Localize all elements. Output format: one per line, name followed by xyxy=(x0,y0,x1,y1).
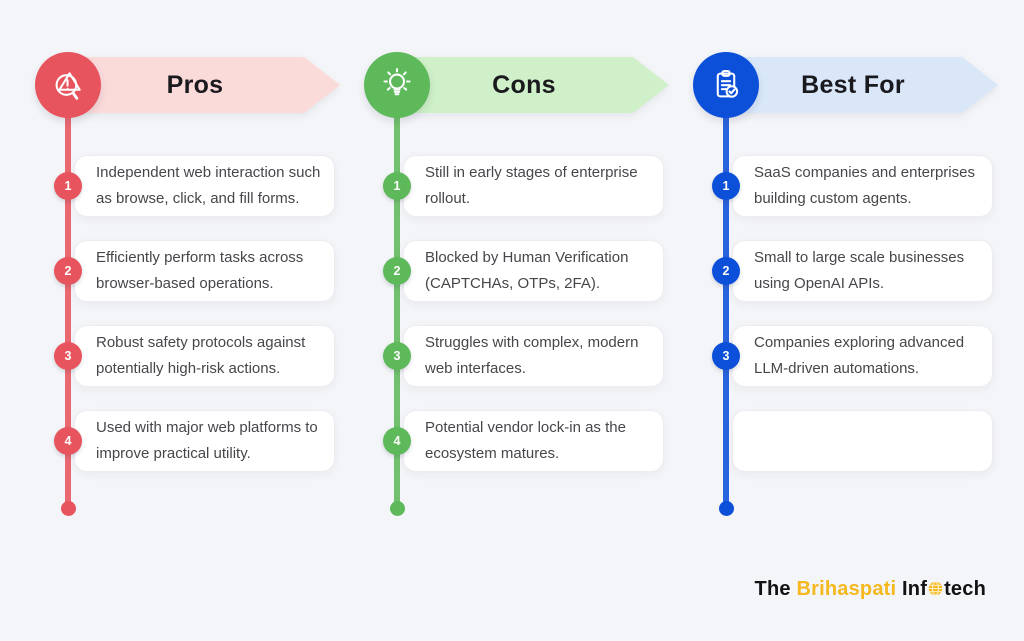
pros-card-2: Efficiently perform tasks across browser… xyxy=(74,240,335,302)
pros-card-1-text: Independent web interaction such as brow… xyxy=(96,164,321,207)
cons-card-3-text: Struggles with complex, modern web inter… xyxy=(425,334,639,377)
warning-magnifier-icon xyxy=(35,52,101,118)
pros-card-2-text: Efficiently perform tasks across browser… xyxy=(96,249,304,292)
best-for-card-1: SaaS companies and enterprises building … xyxy=(732,155,993,217)
pros-card-1: Independent web interaction such as brow… xyxy=(74,155,335,217)
cons-header-banner: Cons xyxy=(397,57,669,113)
cons-item-number: 1 xyxy=(383,172,411,200)
pros-item-number: 3 xyxy=(54,342,82,370)
cons-card-1-text: Still in early stages of enterprise roll… xyxy=(425,164,638,207)
lightbulb-icon xyxy=(364,52,430,118)
column-pros: Pros 1 Independent web interaction such … xyxy=(35,0,335,641)
best-for-item-number: 3 xyxy=(712,342,740,370)
cons-timeline-end-dot xyxy=(390,501,405,516)
best-for-timeline-line xyxy=(723,114,729,506)
pros-card-3: Robust safety protocols against potentia… xyxy=(74,325,335,387)
cons-item-number: 4 xyxy=(383,427,411,455)
globe-icon xyxy=(928,579,943,602)
clipboard-check-icon xyxy=(693,52,759,118)
best-for-card-3-text: Companies exploring advanced LLM-driven … xyxy=(754,334,965,377)
column-best-for: Best For 1 SaaS companies and enterprise… xyxy=(693,0,993,641)
pros-item-number: 2 xyxy=(54,257,82,285)
cons-item-number: 3 xyxy=(383,342,411,370)
pros-timeline-end-dot xyxy=(61,501,76,516)
cons-card-4: Potential vendor lock-in as the ecosyste… xyxy=(403,410,664,472)
cons-item-number: 2 xyxy=(383,257,411,285)
pros-item-number: 1 xyxy=(54,172,82,200)
pros-card-3-text: Robust safety protocols against potentia… xyxy=(96,334,306,377)
pros-card-4: Used with major web platforms to improve… xyxy=(74,410,335,472)
cons-title: Cons xyxy=(492,70,556,99)
column-cons: Cons 1 Still in early stages of enterpr xyxy=(364,0,664,641)
best-for-card-2: Small to large scale businesses using Op… xyxy=(732,240,993,302)
best-for-item-number: 1 xyxy=(712,172,740,200)
pros-header-banner: Pros xyxy=(68,57,340,113)
cons-card-4-text: Potential vendor lock-in as the ecosyste… xyxy=(425,419,626,462)
best-for-card-2-text: Small to large scale businesses using Op… xyxy=(754,249,965,292)
cons-timeline-line xyxy=(394,114,400,506)
logo-text-the: The xyxy=(754,577,797,600)
cons-card-1: Still in early stages of enterprise roll… xyxy=(403,155,664,217)
best-for-header-banner: Best For xyxy=(726,57,998,113)
best-for-card-4-empty xyxy=(732,410,993,472)
best-for-card-3: Companies exploring advanced LLM-driven … xyxy=(732,325,993,387)
best-for-title: Best For xyxy=(801,70,905,99)
pros-title: Pros xyxy=(166,70,224,99)
cons-card-3: Struggles with complex, modern web inter… xyxy=(403,325,664,387)
logo-text-brihaspati: Brihaspati xyxy=(796,577,897,600)
best-for-item-number: 2 xyxy=(712,257,740,285)
logo-text-inf: Inf xyxy=(896,577,928,600)
cons-card-2-text: Blocked by Human Verification (CAPTCHAs,… xyxy=(425,249,629,292)
best-for-timeline-end-dot xyxy=(719,501,734,516)
best-for-card-1-text: SaaS companies and enterprises building … xyxy=(754,164,975,207)
pros-timeline-line xyxy=(65,114,71,506)
pros-card-4-text: Used with major web platforms to improve… xyxy=(96,419,318,462)
cons-card-2: Blocked by Human Verification (CAPTCHAs,… xyxy=(403,240,664,302)
pros-item-number: 4 xyxy=(54,427,82,455)
logo-text-tech: tech xyxy=(944,577,986,600)
